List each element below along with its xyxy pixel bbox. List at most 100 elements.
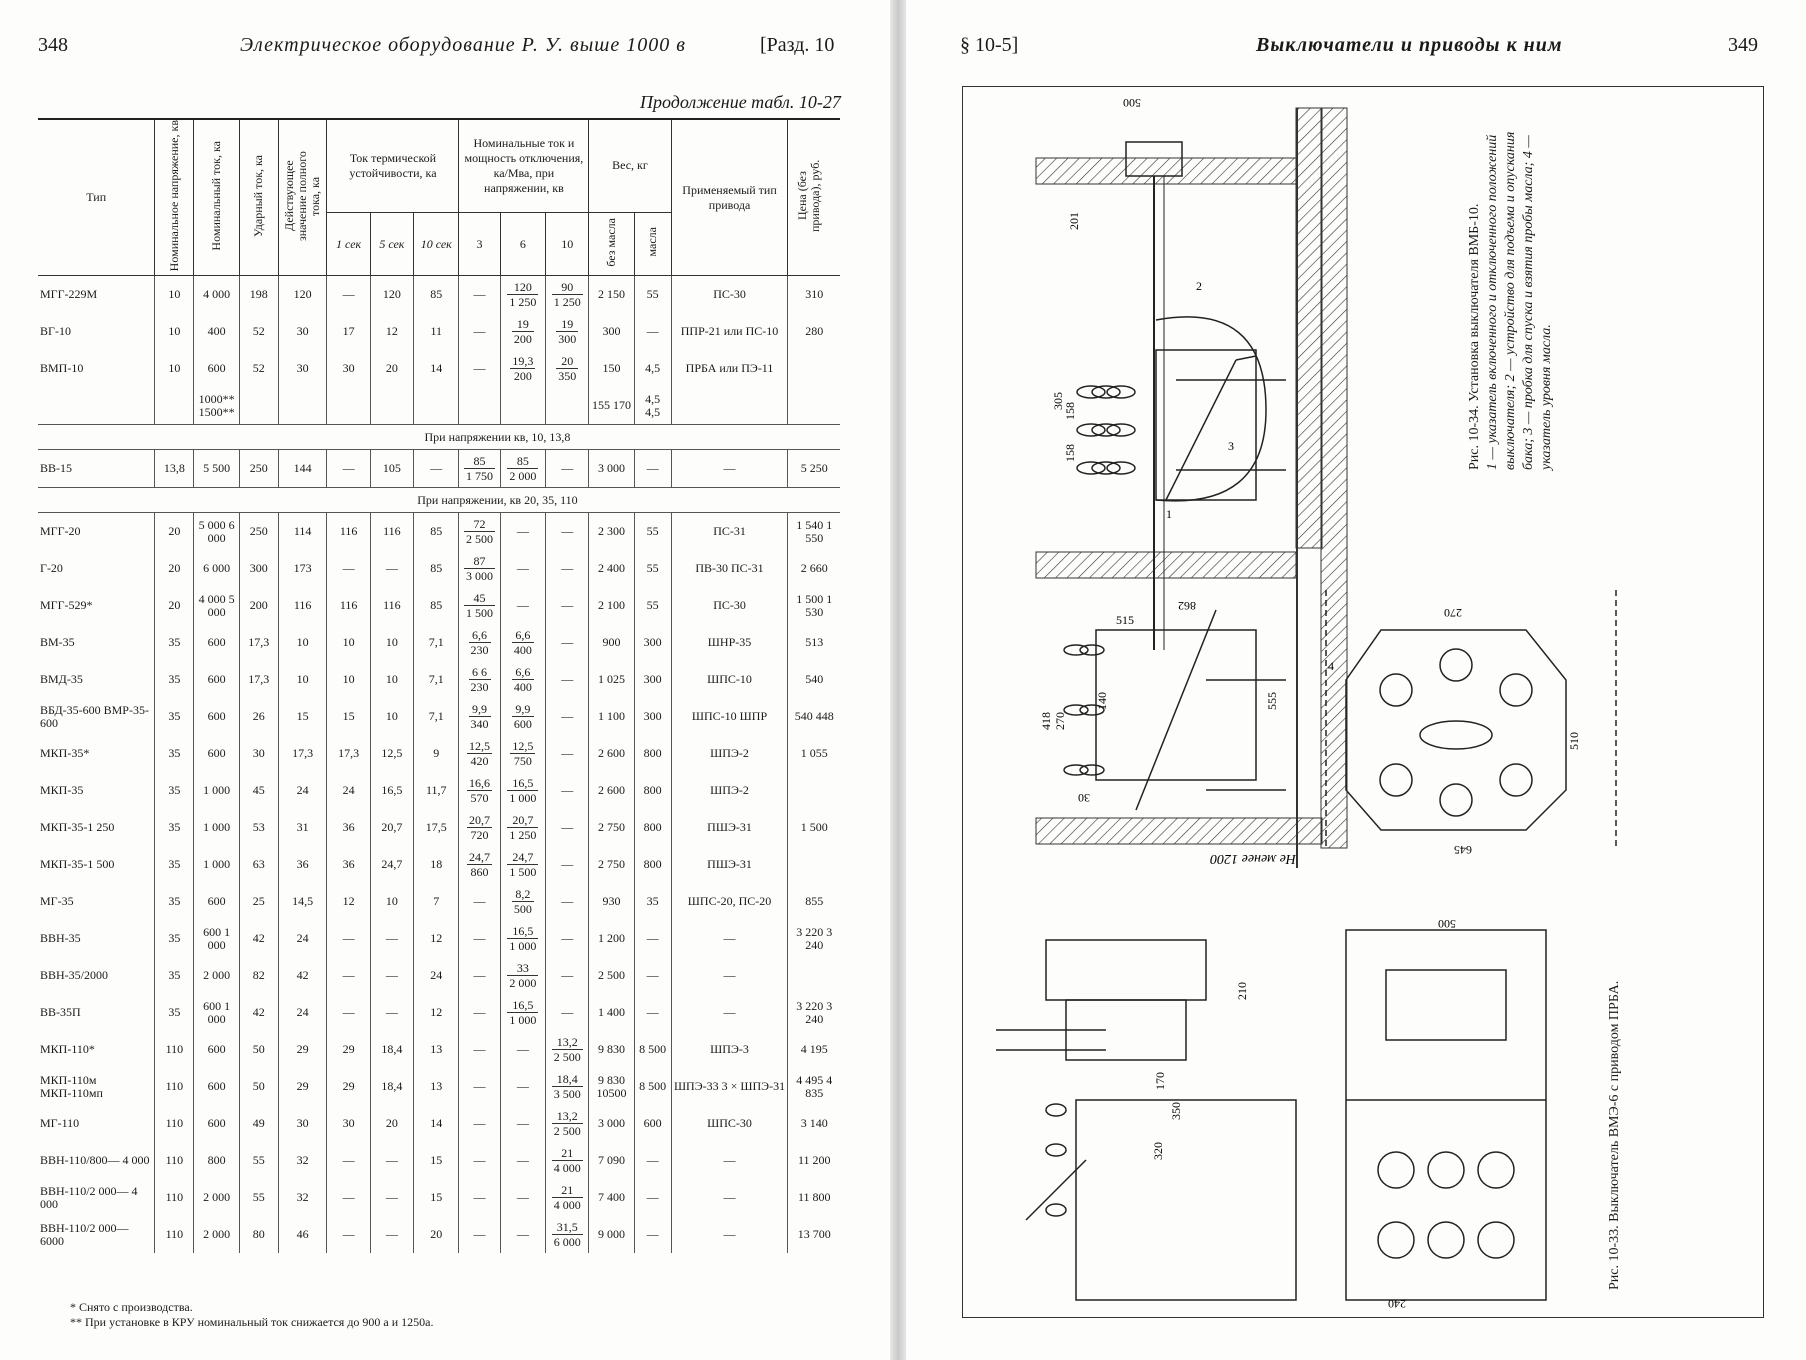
table-cell: 31 bbox=[277, 809, 327, 847]
table-cell: 800 bbox=[633, 846, 672, 884]
table-cell: 10 bbox=[154, 275, 194, 314]
table-cell: 900 bbox=[588, 624, 635, 662]
table-cell: 29 bbox=[277, 1031, 327, 1069]
table-cell: 855 bbox=[787, 883, 840, 921]
table-cell: 800 bbox=[193, 1142, 240, 1180]
table-cell: 29 bbox=[326, 1031, 371, 1069]
right-section: § 10-5] bbox=[960, 34, 1019, 56]
table-cell: 26 bbox=[238, 698, 279, 736]
footnote-kru: ** При установке в КРУ номинальный ток с… bbox=[70, 1315, 434, 1329]
table-cell: 11 800 bbox=[787, 1179, 840, 1217]
table-cell: — bbox=[458, 275, 501, 314]
subheading-10-13-8: При напряжении кв, 10, 13,8 bbox=[38, 424, 840, 451]
table-cell: ВБД-35-600 ВМР-35-600 bbox=[40, 702, 149, 730]
table-cell: 116 bbox=[326, 587, 371, 625]
table-cell: 144 bbox=[277, 449, 327, 488]
table-cell: 10 bbox=[154, 350, 194, 388]
table-cell: 2 750 bbox=[588, 846, 635, 884]
table-cell: 600 bbox=[193, 661, 240, 699]
table-cell: 10 bbox=[277, 624, 327, 662]
floor-slab-lower bbox=[1035, 817, 1323, 845]
table-cell: 5 500 bbox=[193, 449, 240, 488]
table-cell: 300 bbox=[633, 661, 672, 699]
dim-158a: 158 bbox=[1063, 402, 1077, 420]
left-page-number: 348 bbox=[38, 34, 68, 56]
table-cell: 85 bbox=[413, 275, 459, 314]
table-cell: 17 bbox=[326, 313, 371, 351]
table-cell: 2 660 bbox=[787, 550, 840, 588]
table-cell: 9 bbox=[413, 735, 459, 773]
table-cell: 7 bbox=[413, 883, 459, 921]
table-cell: — bbox=[670, 994, 788, 1032]
table-cell: 155 170 bbox=[588, 387, 635, 425]
table-cell bbox=[670, 387, 788, 425]
table-cell: 12 bbox=[369, 313, 414, 351]
table-cell: — bbox=[458, 1031, 501, 1069]
table-cell: 35 bbox=[633, 883, 672, 921]
table-cell bbox=[277, 387, 327, 425]
min-1200-label: Не менее 1200 bbox=[1210, 851, 1297, 866]
table-cell: — bbox=[633, 957, 672, 995]
table-cell: 10 bbox=[369, 698, 414, 736]
col-peak-header: Ударный ток, ка bbox=[238, 118, 279, 277]
table-cell: — bbox=[633, 1216, 672, 1254]
table-cell: 42 bbox=[277, 957, 327, 995]
table-cell: 198 bbox=[238, 275, 279, 314]
table-cell: 2 000 bbox=[193, 1216, 240, 1254]
table-cell: — bbox=[458, 1105, 501, 1143]
table-cell: МГГ-20 bbox=[40, 524, 81, 539]
table-cell: 25 bbox=[238, 883, 279, 921]
label-3: 3 bbox=[1228, 439, 1234, 453]
table-cell: МКП-35* bbox=[40, 746, 90, 761]
table-cell: 110 bbox=[154, 1031, 194, 1069]
table-cell: 1 200 bbox=[588, 920, 635, 958]
col-price-header: Цена (без привода), руб. bbox=[787, 118, 840, 277]
table-cell bbox=[499, 387, 546, 425]
table-cell: 120 bbox=[369, 275, 414, 314]
table-cell: 3 000 bbox=[588, 1105, 635, 1143]
table-cell: 10 bbox=[369, 661, 414, 699]
dim-515: 515 bbox=[1116, 613, 1134, 627]
table-cell: 4 495 4 835 bbox=[787, 1068, 840, 1106]
col-voltage-header: Номинальное напряжение, кв bbox=[154, 118, 194, 277]
table-cell: 29 bbox=[326, 1068, 371, 1106]
table-cell: — bbox=[670, 449, 788, 488]
dim-862: 862 bbox=[1178, 599, 1196, 613]
table-cell: — bbox=[499, 587, 546, 625]
table-cell: 35 bbox=[154, 920, 194, 958]
dim-240: 240 bbox=[1388, 1297, 1406, 1310]
table-cell: ВВН-110/2 000— 4 000 bbox=[40, 1183, 138, 1211]
figures-frame bbox=[962, 86, 1764, 1318]
table-cell: 14 bbox=[413, 350, 459, 388]
table-cell: 11 bbox=[413, 313, 459, 351]
table-cell: 32 bbox=[277, 1179, 327, 1217]
dim-500-top: 500 bbox=[1123, 96, 1141, 110]
subheading-20-35-110: При напряжении, кв 20, 35, 110 bbox=[38, 487, 840, 514]
dim-305: 305 bbox=[1051, 392, 1065, 410]
table-cell: 35 bbox=[154, 883, 194, 921]
table-cell: 24 bbox=[277, 994, 327, 1032]
table-cell: 35 bbox=[154, 698, 194, 736]
table-cell: — bbox=[670, 1179, 788, 1217]
table-cell: — bbox=[499, 1031, 546, 1069]
table-cell: 35 bbox=[154, 809, 194, 847]
col-drive-header: Применяемый тип привода bbox=[670, 118, 788, 277]
table-cell: Г-20 bbox=[40, 561, 63, 576]
table-cell: — bbox=[458, 1068, 501, 1106]
table-cell: 36 bbox=[277, 846, 327, 884]
table-cell: — bbox=[633, 313, 672, 351]
table-cell: 7 400 bbox=[588, 1179, 635, 1217]
table-cell: — bbox=[545, 957, 589, 995]
table-cell: 2 150 bbox=[588, 275, 635, 314]
table-cell: МКП-110* bbox=[40, 1042, 95, 1057]
table-cell: 52 bbox=[238, 313, 279, 351]
side-wall bbox=[1320, 107, 1348, 849]
table-cell: 20 bbox=[154, 587, 194, 625]
